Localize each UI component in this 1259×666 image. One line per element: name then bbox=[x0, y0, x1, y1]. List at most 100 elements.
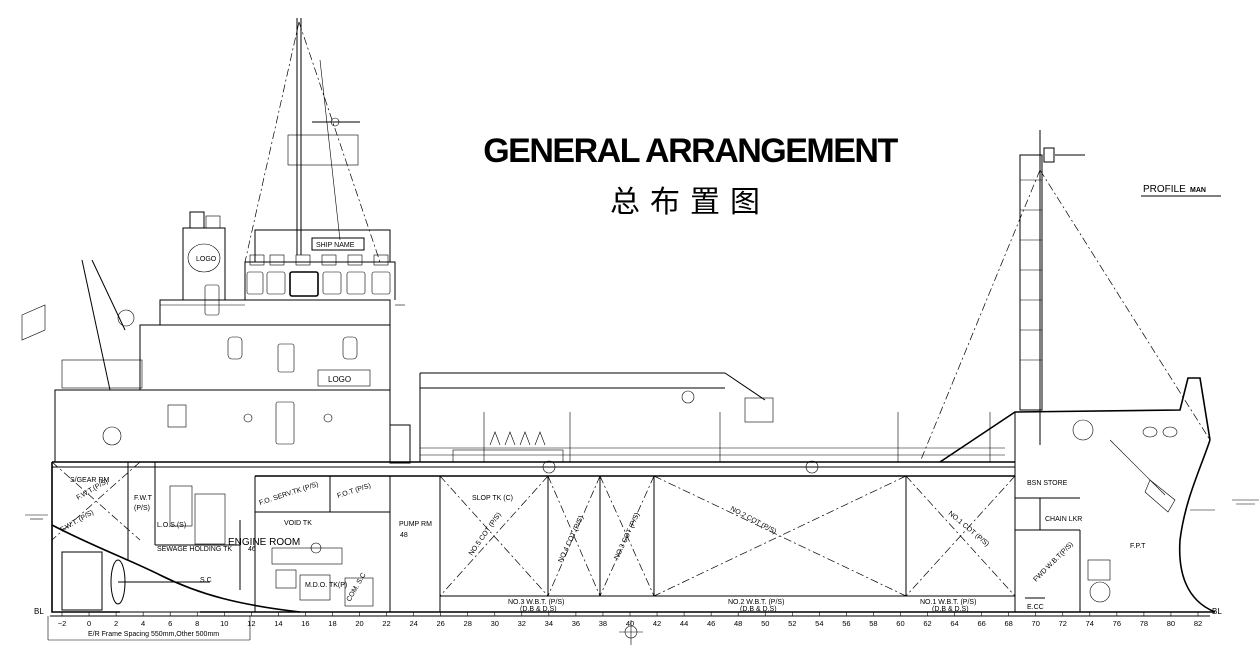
label-slop-tk: SLOP TK (C) bbox=[472, 495, 513, 502]
frame-number: 54 bbox=[815, 619, 823, 628]
frame-number: 76 bbox=[1113, 619, 1121, 628]
frame-spacing-note: E/R Frame Spacing 550mm,Other 500mm bbox=[88, 631, 219, 638]
label-bsn-store: BSN STORE bbox=[1027, 480, 1068, 487]
label-wbt2: NO.2 W.B.T. (P/S) bbox=[728, 599, 784, 606]
frame-number: 80 bbox=[1167, 619, 1175, 628]
frame-number: 4 bbox=[141, 619, 145, 628]
label-sc-1: S.C bbox=[200, 577, 212, 584]
label-chain-lkr: CHAIN LKR bbox=[1045, 516, 1082, 523]
frame-number: 30 bbox=[491, 619, 499, 628]
engine-machinery bbox=[169, 485, 374, 607]
frame-number: 60 bbox=[896, 619, 904, 628]
label-fwt-ps2: (P/S) bbox=[134, 505, 150, 512]
frame-number: 6 bbox=[168, 619, 172, 628]
label-do-tank: M.D.O. TK(P) bbox=[305, 582, 347, 589]
frame-number: 74 bbox=[1086, 619, 1094, 628]
frame-number: 72 bbox=[1059, 619, 1067, 628]
frame-number: 68 bbox=[1004, 619, 1012, 628]
frame-number: 82 bbox=[1194, 619, 1202, 628]
label-logo-funnel: LOGO bbox=[196, 256, 217, 263]
frame-number: 46 bbox=[707, 619, 715, 628]
view-label: PROFILE MAN bbox=[1141, 184, 1221, 197]
label-cot2: NO.2 COT (P/S) bbox=[729, 506, 777, 536]
label-ship-name: SHIP NAME bbox=[316, 242, 355, 249]
drawing-title: GENERAL ARRANGEMENT bbox=[483, 132, 898, 170]
label-cot5: NO.5 COT (P/S) bbox=[468, 511, 503, 557]
label-wbt1: NO.1 W.B.T. (P/S) bbox=[920, 599, 976, 606]
svg-text:MAN: MAN bbox=[1190, 187, 1206, 194]
frame-number: 56 bbox=[842, 619, 850, 628]
label-cot1: NO.1 COT (P/S) bbox=[947, 510, 990, 548]
tank-bracing bbox=[51, 461, 1016, 597]
superstructure bbox=[54, 211, 405, 463]
frame-number: 66 bbox=[977, 619, 985, 628]
frame-number: 62 bbox=[923, 619, 931, 628]
label-wbt3-sub: (D.B & D.S) bbox=[520, 606, 557, 613]
label-wbt3: NO.3 W.B.T. (P/S) bbox=[508, 599, 564, 606]
label-wbt1-sub: (D.B & D.S) bbox=[932, 606, 969, 613]
frame-number: 8 bbox=[195, 619, 199, 628]
frame-number: 20 bbox=[355, 619, 363, 628]
frame-number: 28 bbox=[464, 619, 472, 628]
label-wbt2-sub: (D.B & D.S) bbox=[740, 606, 777, 613]
frame-number: 78 bbox=[1140, 619, 1148, 628]
label-engine-room: ENGINE ROOM bbox=[228, 537, 300, 548]
svg-text:PROFILE: PROFILE bbox=[1143, 184, 1186, 195]
label-fot: F.O.T (P/S) bbox=[336, 482, 371, 499]
frame-number: 0 bbox=[87, 619, 91, 628]
frame-number: 42 bbox=[653, 619, 661, 628]
frame-number: 48 bbox=[734, 619, 742, 628]
label-fo-serv-tk: F.O. SERV.TK (P/S) bbox=[258, 481, 319, 507]
label-cot3: NO.3 COT (P/S) bbox=[613, 512, 641, 561]
label-fwt: F.W.T bbox=[134, 495, 153, 502]
frame-number: 22 bbox=[382, 619, 390, 628]
frame-number: 2 bbox=[114, 619, 118, 628]
label-fwt-ps: F.W.T. (P/S) bbox=[60, 509, 96, 534]
label-sewage-suffix: 46 bbox=[248, 546, 256, 553]
label-bl-aft: BL bbox=[34, 607, 44, 616]
frame-number: 52 bbox=[788, 619, 796, 628]
deck-crane bbox=[389, 372, 774, 464]
label-fpt: F.P.T bbox=[1130, 543, 1146, 550]
frame-number: 24 bbox=[409, 619, 417, 628]
frame-number: 10 bbox=[220, 619, 228, 628]
wheelhouse-windows bbox=[246, 254, 391, 297]
frame-number: 26 bbox=[436, 619, 444, 628]
deck-fittings bbox=[420, 412, 1005, 474]
label-logo-house: LOGO bbox=[328, 375, 351, 384]
frame-number: 40 bbox=[626, 619, 634, 628]
aft-mast bbox=[21, 18, 381, 341]
frame-number: 36 bbox=[572, 619, 580, 628]
propeller bbox=[61, 551, 210, 611]
frame-number: 50 bbox=[761, 619, 769, 628]
label-bl-fwd: BL bbox=[1212, 607, 1222, 616]
frame-number: 14 bbox=[274, 619, 282, 628]
label-void-tk: VOID TK bbox=[284, 520, 312, 527]
frame-number: 44 bbox=[680, 619, 688, 628]
label-pump-rm: PUMP RM bbox=[399, 521, 432, 528]
compartment-labels: SHIP NAME LOGO LOGO S/GEAR RM F.W.T.(P/S… bbox=[34, 242, 1222, 616]
label-cot4: NO.4 COT (P/S) bbox=[557, 515, 585, 564]
frame-number: 70 bbox=[1032, 619, 1040, 628]
frame-number: 16 bbox=[301, 619, 309, 628]
frame-number: −2 bbox=[58, 619, 67, 628]
frame-number: 12 bbox=[247, 619, 255, 628]
frame-number: 64 bbox=[950, 619, 958, 628]
label-ecc: E.CC bbox=[1027, 604, 1044, 611]
frame-number: 32 bbox=[518, 619, 526, 628]
aft-davit bbox=[61, 259, 143, 446]
drawing-title-chinese: 总布置图 bbox=[610, 185, 770, 220]
label-lo-store: L.O.S.(S) bbox=[157, 522, 186, 529]
label-sewage-tank: SEWAGE HOLDING TK bbox=[157, 546, 232, 553]
label-steering-gear-room: S/GEAR RM bbox=[70, 477, 109, 484]
label-pump-rm-suffix: 48 bbox=[400, 532, 408, 539]
label-fwd-wbt: FWD W.B.T(P/S) bbox=[1032, 541, 1074, 583]
frame-number: 58 bbox=[869, 619, 877, 628]
frame-number: 34 bbox=[545, 619, 553, 628]
label-sc-2: COM. S.C bbox=[346, 572, 368, 603]
fore-mast bbox=[919, 130, 1211, 603]
waterline-marks bbox=[25, 499, 1259, 520]
frame-number: 38 bbox=[599, 619, 607, 628]
